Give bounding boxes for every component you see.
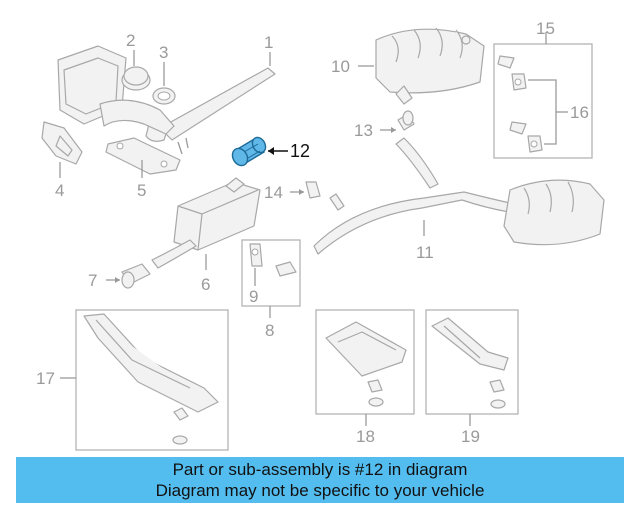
part-2-clamp[interactable]: [123, 50, 149, 86]
part-13-tail-tip[interactable]: [380, 110, 415, 133]
part-5-flange[interactable]: [105, 137, 181, 178]
part-6-center-muffler[interactable]: [151, 177, 261, 270]
part-7-connector[interactable]: [106, 263, 151, 289]
callout-9: 9: [249, 287, 258, 306]
part-4-bracket[interactable]: [41, 121, 83, 178]
callout-10: 10: [331, 57, 350, 76]
box-15-hanger-set[interactable]: [493, 32, 593, 159]
info-banner: Part or sub-assembly is #12 in diagram D…: [16, 457, 624, 503]
part-3-gasket[interactable]: [152, 62, 176, 105]
part-10-rear-muffler[interactable]: [358, 27, 485, 105]
callout-16: 16: [570, 103, 589, 122]
part-12-clamp-highlighted[interactable]: [229, 135, 288, 168]
callout-4: 4: [55, 181, 64, 200]
callout-7: 7: [88, 271, 97, 290]
callout-1: 1: [264, 33, 273, 52]
callout-15: 15: [536, 19, 555, 38]
box-19-heat-shield[interactable]: [425, 309, 519, 426]
callout-11: 11: [416, 243, 434, 262]
callout-3: 3: [159, 43, 168, 62]
callout-5: 5: [137, 181, 146, 200]
callout-6: 6: [201, 275, 210, 294]
part-14-hanger[interactable]: [290, 181, 321, 199]
callout-19: 19: [461, 427, 480, 446]
callout-17: 17: [36, 369, 55, 388]
callout-2: 2: [126, 31, 135, 50]
callout-12: 12: [290, 141, 310, 161]
callout-14: 14: [264, 183, 283, 202]
banner-line-1: Part or sub-assembly is #12 in diagram: [172, 460, 468, 479]
part-catalytic-converter[interactable]: [57, 45, 175, 135]
part-11-rear-pipe[interactable]: [313, 137, 605, 255]
box-17-heat-shield[interactable]: [60, 309, 229, 451]
callout-18: 18: [356, 427, 375, 446]
callout-13: 13: [354, 121, 373, 140]
exhaust-parts-diagram: 1 2 3 4 5 12: [36, 19, 605, 451]
box-8-hanger-kit[interactable]: [241, 239, 301, 318]
box-18-heat-shield[interactable]: [315, 309, 415, 426]
callout-8: 8: [265, 321, 274, 340]
banner-line-2: Diagram may not be specific to your vehi…: [155, 481, 485, 500]
